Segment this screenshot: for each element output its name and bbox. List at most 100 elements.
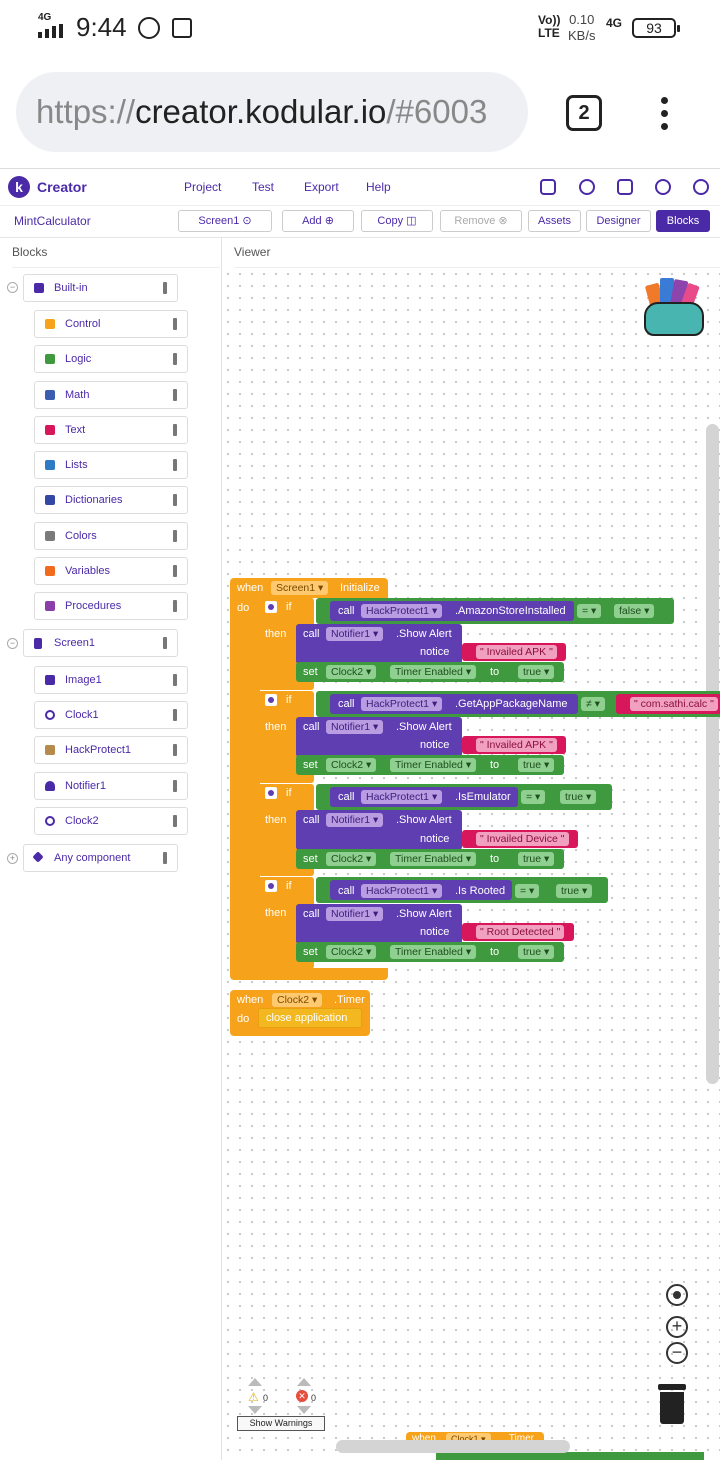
tab-switcher-button[interactable]: 2 [566, 95, 602, 131]
screen-select[interactable]: Screen1 ⊙ [178, 210, 272, 232]
more-menu-icon[interactable] [652, 94, 676, 134]
warning-toggle-down-icon[interactable] [248, 1406, 262, 1414]
close-application-block[interactable] [258, 1008, 362, 1028]
trash-icon[interactable] [658, 1384, 686, 1424]
remove-screen-button[interactable]: Remove ⊗ [440, 210, 522, 232]
library-icon[interactable] [617, 179, 633, 195]
recenter-icon[interactable] [666, 1284, 688, 1306]
error-toggle-up-icon[interactable] [297, 1378, 311, 1386]
notifier-dropdown[interactable]: Notifier1 ▾ [326, 627, 384, 641]
drag-handle-icon[interactable] [173, 318, 177, 330]
operator-dropdown[interactable]: = ▾ [577, 604, 602, 618]
tree-item-logic[interactable]: Logic [34, 345, 188, 373]
menu-help[interactable]: Help [366, 180, 391, 194]
show-warnings-button[interactable]: Show Warnings [237, 1416, 325, 1431]
workspace-vertical-scrollbar[interactable] [706, 424, 719, 1084]
gear-icon[interactable] [265, 787, 277, 799]
gear-icon[interactable] [265, 880, 277, 892]
blocks-button[interactable]: Blocks [656, 210, 710, 232]
tree-item-dictionaries[interactable]: Dictionaries [34, 486, 188, 514]
hackprotect-dropdown[interactable]: HackProtect1 ▾ [361, 697, 443, 711]
drag-handle-icon[interactable] [173, 709, 177, 721]
drag-handle-icon[interactable] [173, 674, 177, 686]
drag-handle-icon[interactable] [173, 565, 177, 577]
tree-item-notifier1[interactable]: Notifier1 [34, 772, 188, 800]
assets-button[interactable]: Assets [528, 210, 581, 232]
property-dropdown[interactable]: Timer Enabled ▾ [390, 758, 477, 772]
string-value[interactable]: " com.sathi.calc " [630, 697, 718, 711]
drag-handle-icon[interactable] [173, 815, 177, 827]
collapse-screen-icon[interactable]: − [7, 638, 18, 649]
gear-icon[interactable] [265, 601, 277, 613]
menu-project[interactable]: Project [184, 180, 222, 194]
zoom-out-icon[interactable]: − [666, 1342, 688, 1364]
url-bar[interactable]: https://creator.kodular.io/#6003 [16, 72, 528, 152]
menu-export[interactable]: Export [304, 180, 339, 194]
boolean-dropdown[interactable]: true ▾ [556, 884, 593, 898]
blocks-workspace[interactable] [222, 268, 720, 1460]
boolean-dropdown[interactable]: true ▾ [518, 852, 555, 866]
drag-handle-icon[interactable] [173, 780, 177, 792]
drag-handle-icon[interactable] [163, 282, 167, 294]
operator-dropdown[interactable]: = ▾ [521, 790, 546, 804]
tree-item-text[interactable]: Text [34, 416, 188, 444]
drag-handle-icon[interactable] [173, 600, 177, 612]
error-toggle-down-icon[interactable] [297, 1406, 311, 1414]
boolean-dropdown[interactable]: false ▾ [614, 604, 655, 618]
property-dropdown[interactable]: Timer Enabled ▾ [390, 852, 477, 866]
string-value[interactable]: " Invailed APK " [476, 645, 557, 659]
menu-test[interactable]: Test [252, 180, 275, 194]
tree-item-image1[interactable]: Image1 [34, 666, 188, 694]
tree-screen1[interactable]: Screen1 [23, 629, 178, 657]
boolean-dropdown[interactable]: true ▾ [518, 945, 555, 959]
tree-item-hackprotect1[interactable]: HackProtect1 [34, 736, 188, 764]
account-icon[interactable] [693, 179, 709, 195]
tree-item-colors[interactable]: Colors [34, 522, 188, 550]
tree-item-clock2[interactable]: Clock2 [34, 807, 188, 835]
clock-dropdown[interactable]: Clock2 ▾ [326, 945, 377, 959]
workspace-horizontal-scrollbar[interactable] [336, 1440, 570, 1453]
notifier-dropdown[interactable]: Notifier1 ▾ [326, 813, 384, 827]
tree-item-clock1[interactable]: Clock1 [34, 701, 188, 729]
drag-handle-icon[interactable] [173, 530, 177, 542]
string-value[interactable]: " Root Detected " [476, 925, 565, 939]
clock-dropdown[interactable]: Clock2 ▾ [326, 665, 377, 679]
palette-icon[interactable] [579, 179, 595, 195]
tree-item-lists[interactable]: Lists [34, 451, 188, 479]
boolean-dropdown[interactable]: true ▾ [518, 758, 555, 772]
collapse-builtin-icon[interactable]: − [7, 282, 18, 293]
string-value[interactable]: " Invailed Device " [476, 832, 569, 846]
clock-dropdown[interactable]: Clock2 ▾ [272, 993, 323, 1007]
operator-dropdown[interactable]: = ▾ [515, 884, 540, 898]
backpack-icon[interactable] [642, 276, 706, 338]
tree-item-variables[interactable]: Variables [34, 557, 188, 585]
hackprotect-dropdown[interactable]: HackProtect1 ▾ [361, 790, 443, 804]
boolean-dropdown[interactable]: true ▾ [560, 790, 597, 804]
tree-item-control[interactable]: Control [34, 310, 188, 338]
clock-dropdown[interactable]: Clock2 ▾ [326, 758, 377, 772]
copy-screen-button[interactable]: Copy ◫ [361, 210, 433, 232]
drag-handle-icon[interactable] [163, 637, 167, 649]
tree-any-component[interactable]: Any component [23, 844, 178, 872]
dollar-icon[interactable] [655, 179, 671, 195]
notifier-dropdown[interactable]: Notifier1 ▾ [326, 720, 384, 734]
expand-any-icon[interactable]: + [7, 853, 18, 864]
property-dropdown[interactable]: Timer Enabled ▾ [390, 945, 477, 959]
add-screen-button[interactable]: Add ⊕ [282, 210, 354, 232]
operator-dropdown[interactable]: ≠ ▾ [581, 697, 605, 711]
notifier-dropdown[interactable]: Notifier1 ▾ [326, 907, 384, 921]
boolean-dropdown[interactable]: true ▾ [518, 665, 555, 679]
designer-button[interactable]: Designer [586, 210, 651, 232]
clock-dropdown[interactable]: Clock2 ▾ [326, 852, 377, 866]
tree-builtin[interactable]: Built-in [23, 274, 178, 302]
drag-handle-icon[interactable] [173, 424, 177, 436]
zoom-in-icon[interactable]: + [666, 1316, 688, 1338]
hackprotect-dropdown[interactable]: HackProtect1 ▾ [361, 884, 443, 898]
warning-toggle-up-icon[interactable] [248, 1378, 262, 1386]
drag-handle-icon[interactable] [173, 353, 177, 365]
gear-icon[interactable] [265, 694, 277, 706]
drag-handle-icon[interactable] [173, 389, 177, 401]
drag-handle-icon[interactable] [173, 494, 177, 506]
drag-handle-icon[interactable] [173, 459, 177, 471]
drag-handle-icon[interactable] [163, 852, 167, 864]
